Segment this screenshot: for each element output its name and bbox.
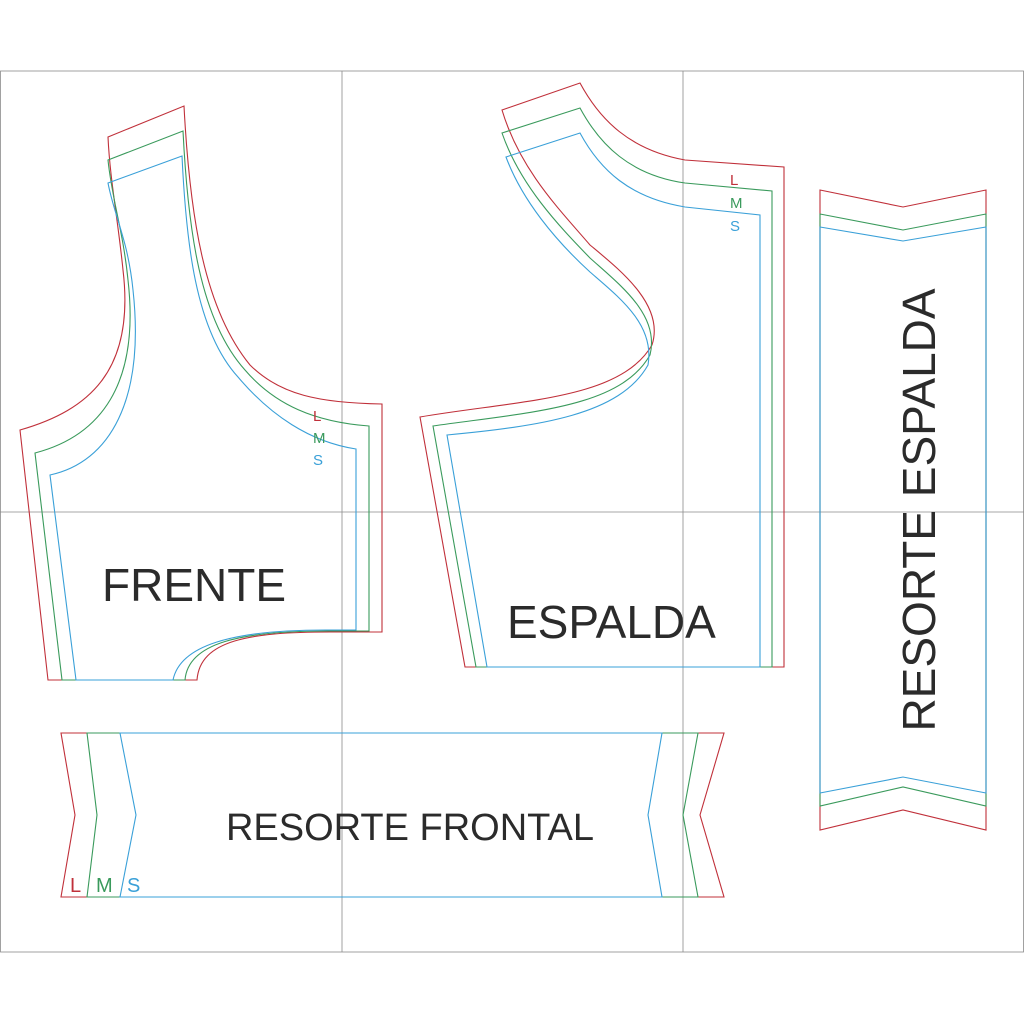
frente-title: FRENTE xyxy=(102,559,286,611)
espalda-outline-s xyxy=(446,132,761,668)
frente-outline-m xyxy=(34,130,370,681)
resorte-espalda-outline-l xyxy=(819,189,987,831)
resorte-frontal-piece: L M S RESORTE FRONTAL xyxy=(60,732,725,898)
resorte-frontal-outline-s xyxy=(119,732,663,898)
resorte-frontal-size-m: M xyxy=(96,875,113,897)
espalda-title: ESPALDA xyxy=(507,596,716,648)
espalda-size-s: S xyxy=(730,218,740,235)
resorte-frontal-size-s: S xyxy=(127,875,140,897)
frente-size-m: M xyxy=(313,430,326,447)
resorte-frontal-title: RESORTE FRONTAL xyxy=(226,807,594,849)
resorte-frontal-outline-m xyxy=(86,732,699,898)
resorte-espalda-outline-s xyxy=(819,226,987,794)
frente-size-s: S xyxy=(313,452,323,469)
resorte-espalda-piece: RESORTE ESPALDA xyxy=(819,189,987,831)
espalda-piece: L M S ESPALDA xyxy=(419,82,785,668)
espalda-outline-m xyxy=(432,107,773,668)
resorte-frontal-size-l: L xyxy=(70,875,81,897)
espalda-size-l: L xyxy=(730,172,738,189)
frente-size-l: L xyxy=(313,408,321,425)
frente-piece: L M S FRENTE xyxy=(19,105,383,681)
espalda-size-m: M xyxy=(730,195,743,212)
resorte-frontal-outline-l xyxy=(60,732,725,898)
frente-outline-s xyxy=(49,155,357,681)
frente-outline-l xyxy=(19,105,383,681)
espalda-outline-l xyxy=(419,82,785,668)
resorte-espalda-outline-m xyxy=(819,213,987,807)
resorte-espalda-title: RESORTE ESPALDA xyxy=(893,288,945,731)
